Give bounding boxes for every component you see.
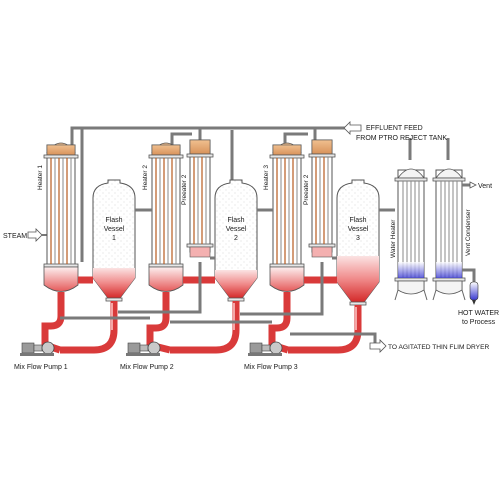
heater-1: [44, 143, 78, 292]
vent-arrow: [470, 182, 476, 188]
preheater-2b: [309, 140, 335, 257]
effluent-feed-label: EFFLUENT FEED: [366, 125, 423, 132]
preheater-2a: [187, 140, 213, 257]
heater-2: [149, 143, 183, 292]
preheater-2a-label: Preeater 2: [181, 174, 188, 205]
vent-condenser-label: Vent Condenser: [465, 209, 472, 256]
flash-vessel-3-label-b: Vessel: [348, 226, 369, 233]
effluent-feed-source-label: FROM PTRO REJECT TANK: [356, 135, 447, 142]
water-heater: [395, 169, 427, 294]
preheater-2b-label: Preeater 2: [303, 174, 310, 205]
pump-2-label: Mix Flow Pump 2: [120, 364, 174, 371]
pump-3-label: Mix Flow Pump 3: [244, 364, 298, 371]
dryer-label: TO AGITATED THIN FLIM DRYER: [388, 344, 489, 351]
hot-water-destination-label: to Process: [462, 319, 496, 326]
water-heater-label: Water Heater: [390, 219, 397, 258]
flash-vessel-2-label-a: Flash: [227, 217, 244, 224]
flash-vessel-1-label-c: 1: [112, 235, 116, 242]
mix-flow-pump-2: [126, 342, 160, 356]
effluent-feed-arrow: [344, 122, 361, 134]
steam-label: STEAM: [3, 233, 27, 240]
hot-water-outlet: [462, 270, 478, 305]
dryer-outlet-arrow: [370, 340, 386, 352]
mix-flow-pump-1: [20, 342, 54, 356]
vent-condenser: [433, 169, 465, 294]
flash-vessel-3-label-a: Flash: [349, 217, 366, 224]
mix-flow-pump-3: [248, 342, 282, 356]
flash-vessel-1-label-b: Vessel: [104, 226, 125, 233]
vent-label: Vent: [478, 183, 492, 190]
heater-3: [270, 143, 304, 292]
steam-inlet-arrow: [28, 229, 48, 241]
flash-vessel-2-label-c: 2: [234, 235, 238, 242]
hot-water-label: HOT WATER: [458, 310, 499, 317]
flash-vessel-3-label-c: 3: [356, 235, 360, 242]
heater-1-label: Heater 1: [37, 165, 44, 190]
flash-vessel-1-label-a: Flash: [105, 217, 122, 224]
heater-2-label: Heater 2: [142, 165, 149, 190]
flash-vessel-3: [337, 180, 379, 305]
heater-3-label: Heater 3: [263, 165, 270, 190]
flash-vessel-2-label-b: Vessel: [226, 226, 247, 233]
pump-1-label: Mix Flow Pump 1: [14, 364, 68, 371]
